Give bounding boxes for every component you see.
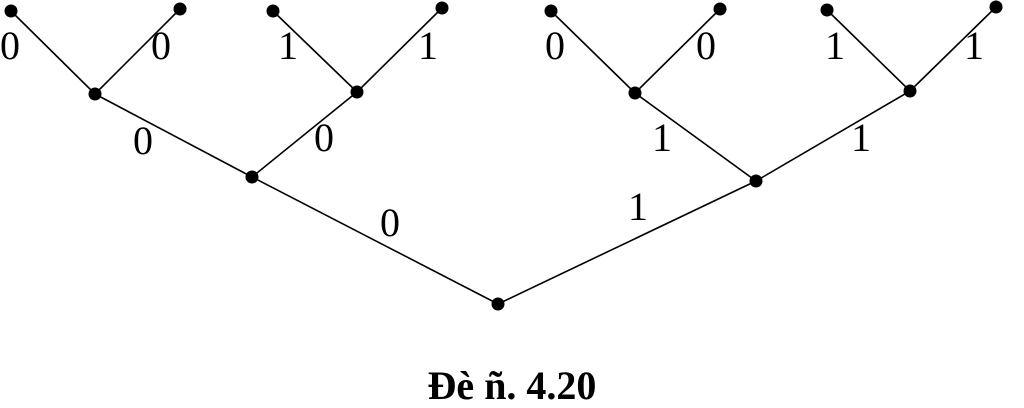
tree-edge (94, 93, 253, 178)
edge-label: 1 (652, 115, 672, 160)
tree-node (350, 85, 364, 99)
edge-label: 1 (851, 115, 871, 160)
edge-label: 0 (380, 200, 400, 245)
tree-edge (94, 8, 181, 95)
edge-label: 1 (418, 23, 438, 68)
tree-edge (251, 91, 358, 178)
edge-label: 0 (696, 23, 716, 68)
tree-edge (272, 10, 358, 93)
tree-node (173, 2, 187, 16)
edge-label: 1 (628, 184, 648, 229)
edge-label: 1 (825, 23, 845, 68)
tree-node (903, 84, 917, 98)
tree-edges (10, 6, 997, 305)
tree-node (88, 87, 102, 101)
tree-edge (550, 10, 636, 94)
tree-edge (755, 90, 911, 182)
tree-node (989, 0, 1003, 14)
tree-edge (497, 180, 757, 305)
edge-label: 0 (133, 118, 153, 163)
tree-edge (909, 6, 997, 92)
edge-label: 1 (278, 23, 298, 68)
edge-label: 0 (151, 23, 171, 68)
tree-edge (634, 92, 757, 182)
tree-node (820, 3, 834, 17)
tree-edge (634, 8, 721, 94)
tree-nodes (4, 0, 1003, 311)
tree-node (266, 4, 280, 18)
tree-node (713, 2, 727, 16)
edge-label: 0 (0, 23, 20, 68)
tree-edge (251, 176, 499, 305)
tree-node (628, 86, 642, 100)
edge-label: 0 (314, 115, 334, 160)
tree-node (4, 4, 18, 18)
tree-edge (10, 10, 96, 95)
edge-label: 1 (964, 23, 984, 68)
figure-caption: Ðè ñ. 4.20 (427, 363, 597, 408)
edge-label: 0 (545, 23, 565, 68)
tree-node (491, 297, 505, 311)
tree-node (544, 4, 558, 18)
tree-node (749, 174, 763, 188)
tree-edge (826, 9, 911, 92)
tree-node (435, 1, 449, 15)
tree-edge (356, 7, 443, 93)
tree-node (245, 170, 259, 184)
